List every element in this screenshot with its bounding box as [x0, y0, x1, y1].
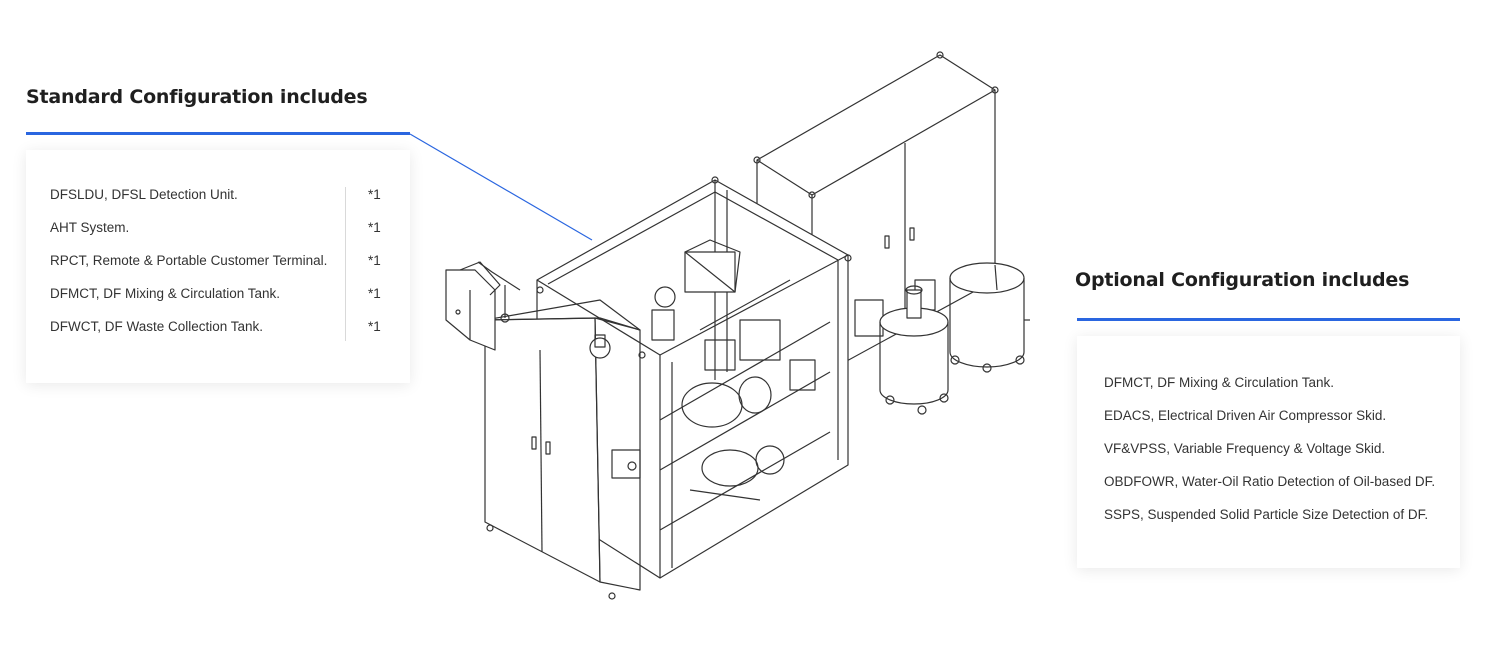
- list-item: AHT System. *1: [50, 220, 390, 253]
- item-qty: *1: [368, 187, 381, 202]
- list-item: SSPS, Suspended Solid Particle Size Dete…: [1104, 507, 1429, 522]
- standard-config-heading: Standard Configuration includes: [26, 86, 368, 108]
- qty-divider: [345, 187, 346, 341]
- item-qty: *1: [368, 286, 381, 301]
- pump-components: [611, 239, 816, 501]
- optional-config-card: DFMCT, DF Mixing & Circulation Tank. EDA…: [1077, 336, 1460, 568]
- standard-config-card: DFSLDU, DFSL Detection Unit. *1 AHT Syst…: [26, 150, 410, 383]
- list-item: DFMCT, DF Mixing & Circulation Tank.: [1104, 375, 1335, 390]
- item-label: DFSLDU, DFSL Detection Unit.: [50, 187, 238, 202]
- list-item: EDACS, Electrical Driven Air Compressor …: [1104, 408, 1387, 423]
- standard-config-rule: [26, 132, 410, 135]
- detection-arm-panel: [445, 261, 521, 351]
- front-enclosure: [484, 299, 641, 600]
- item-qty: *1: [368, 253, 381, 268]
- item-qty: *1: [368, 319, 381, 334]
- optional-config-heading: Optional Configuration includes: [1075, 269, 1410, 291]
- list-item: DFWCT, DF Waste Collection Tank. *1: [50, 319, 390, 352]
- item-label: DFMCT, DF Mixing & Circulation Tank.: [50, 286, 281, 301]
- item-qty: *1: [368, 220, 381, 235]
- list-item: DFSLDU, DFSL Detection Unit. *1: [50, 187, 390, 220]
- item-label: RPCT, Remote & Portable Customer Termina…: [50, 253, 328, 268]
- optional-config-rule: [1077, 318, 1460, 321]
- tank-right: [949, 262, 1030, 373]
- list-item: VF&VPSS, Variable Frequency & Voltage Sk…: [1104, 441, 1386, 456]
- list-item: DFMCT, DF Mixing & Circulation Tank. *1: [50, 286, 390, 319]
- list-item: OBDFOWR, Water-Oil Ratio Detection of Oi…: [1104, 474, 1436, 489]
- item-label: AHT System.: [50, 220, 130, 235]
- list-item: RPCT, Remote & Portable Customer Termina…: [50, 253, 390, 286]
- equipment-isometric-drawing: [445, 51, 1030, 600]
- tank-left: [879, 285, 949, 415]
- optional-config-list: DFMCT, DF Mixing & Circulation Tank. EDA…: [1104, 375, 1435, 540]
- item-label: DFWCT, DF Waste Collection Tank.: [50, 319, 264, 334]
- standard-config-list: DFSLDU, DFSL Detection Unit. *1 AHT Syst…: [50, 187, 390, 352]
